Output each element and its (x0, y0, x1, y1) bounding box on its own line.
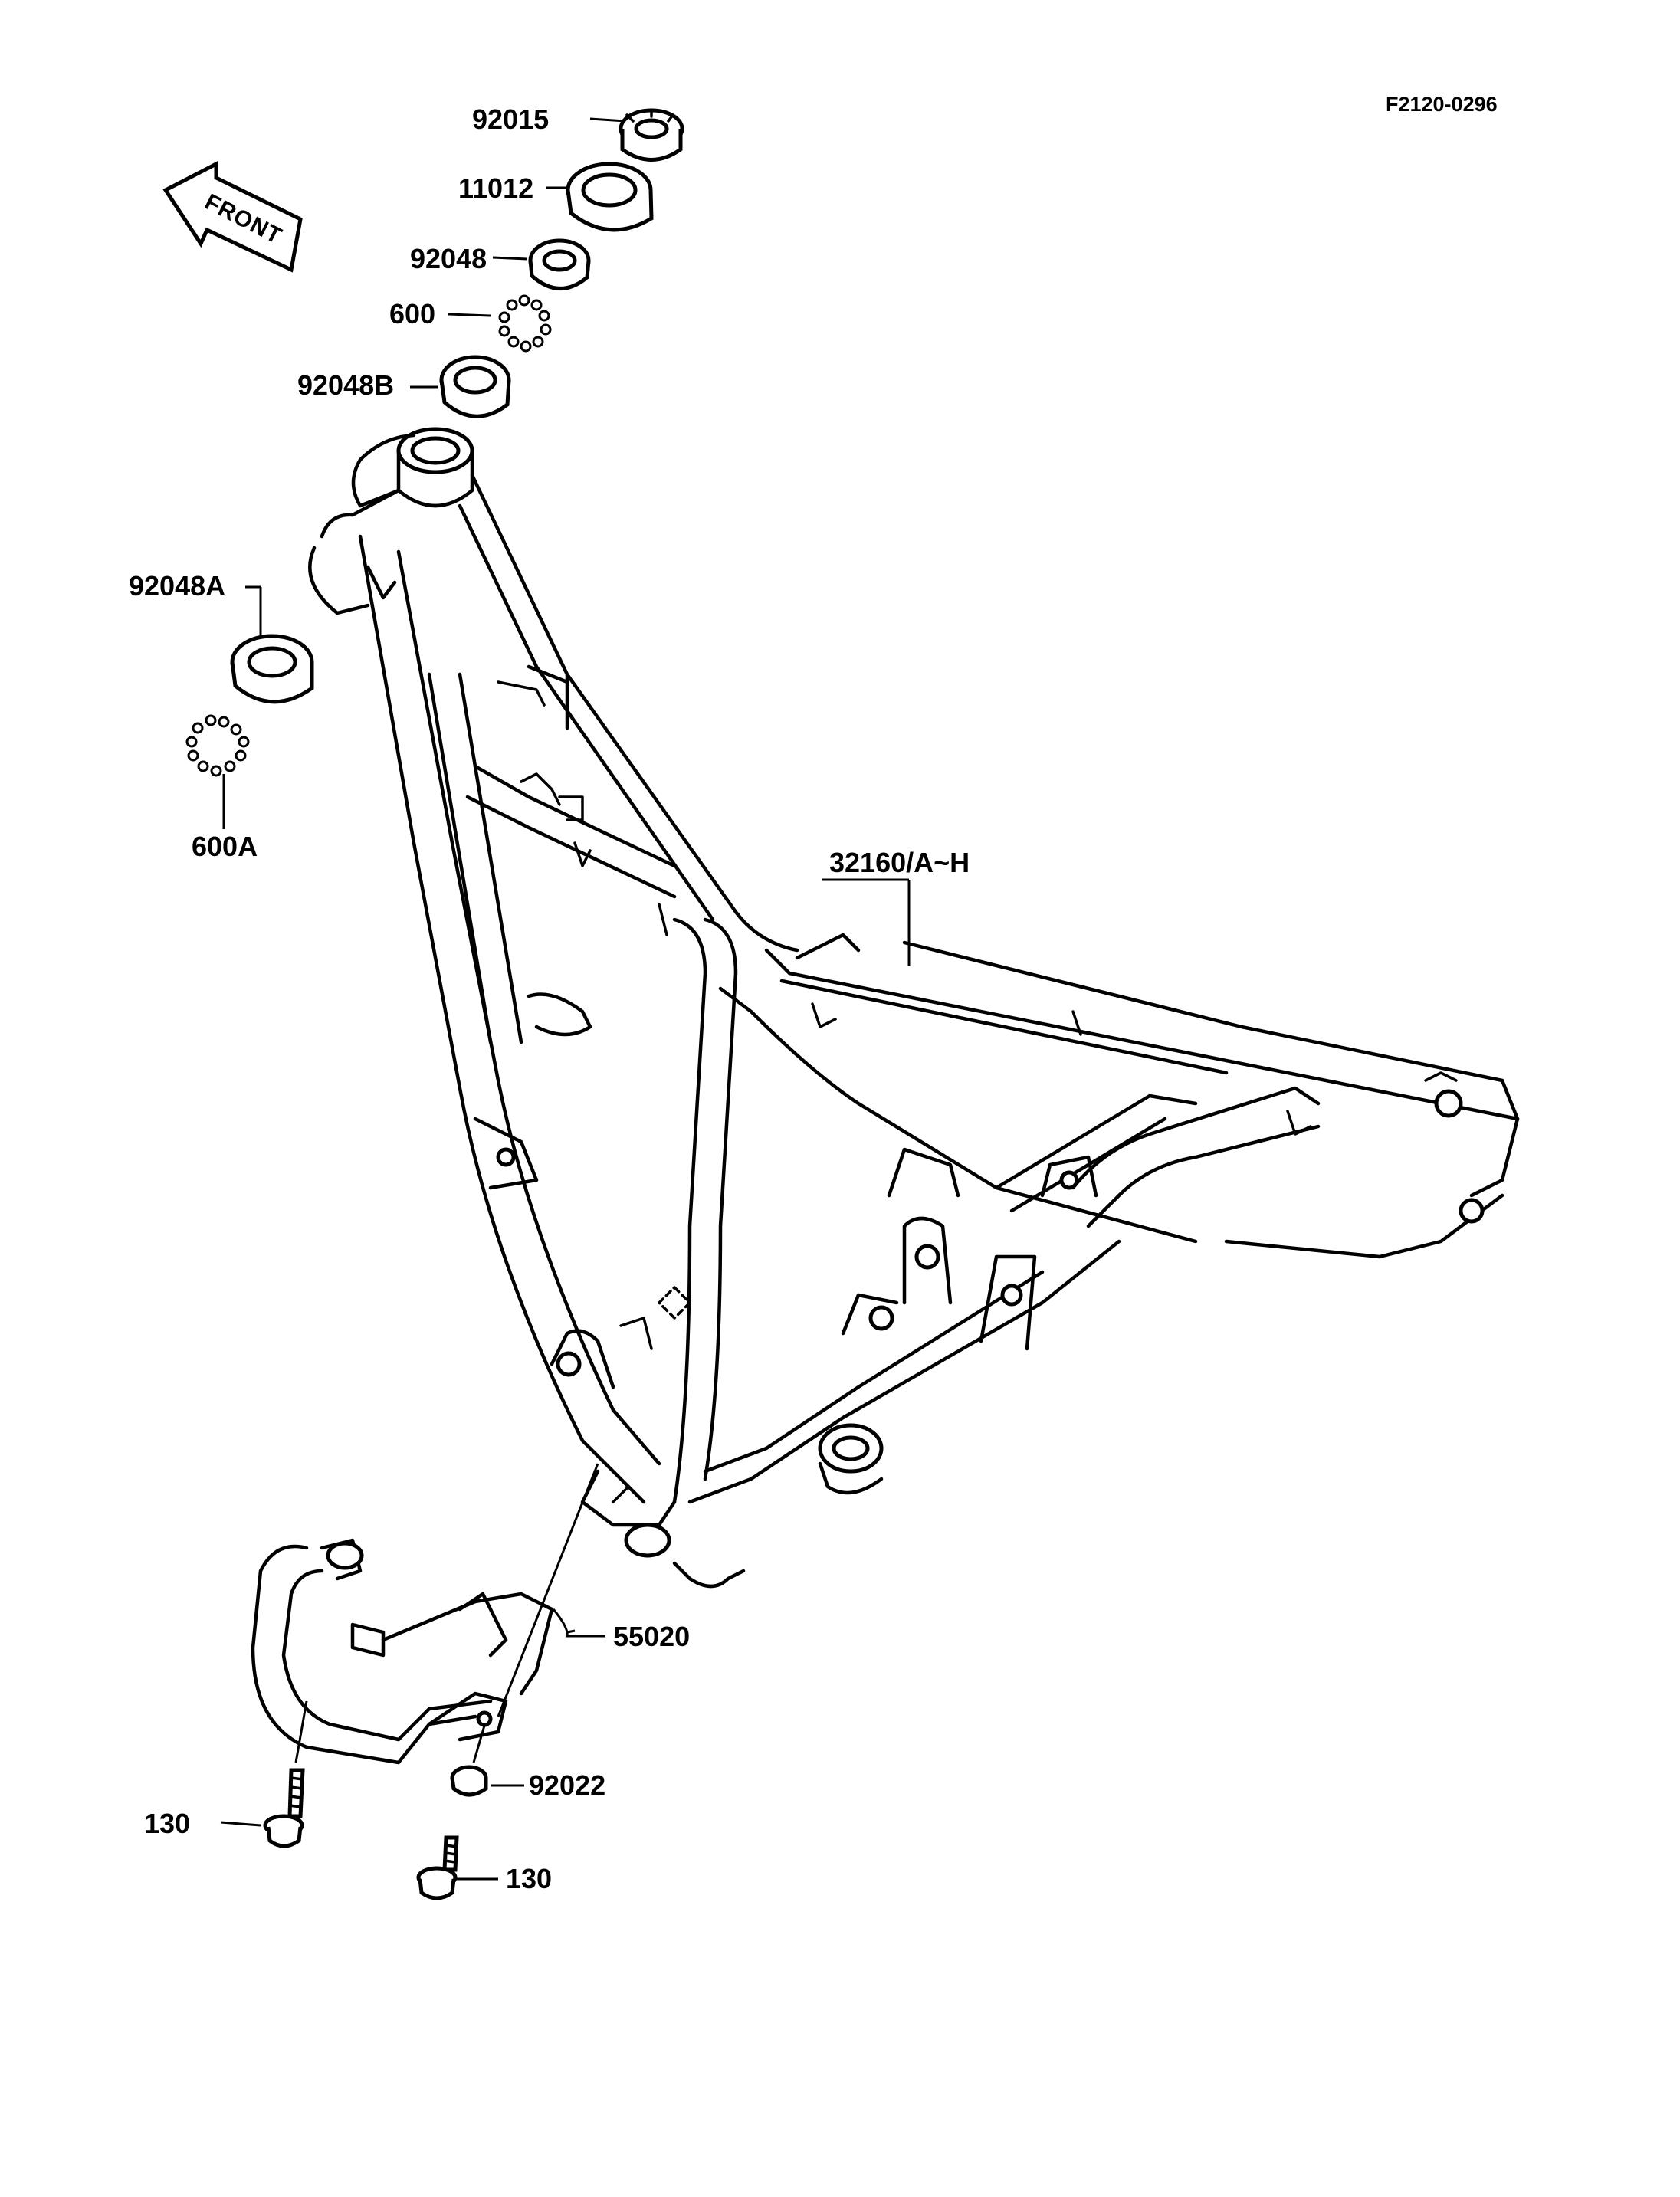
front-arrow: FRONT (162, 160, 303, 273)
label-92015: 92015 (472, 103, 549, 135)
leader-guard-to-frame (497, 1463, 599, 1717)
diagram-code: F2120-0296 (1386, 93, 1498, 116)
bolt-left (220, 1700, 308, 1848)
engine-guard (251, 1538, 554, 1765)
label-600A: 600A (192, 831, 258, 862)
label-92048A: 92048A (129, 570, 225, 602)
upper-steel-balls (448, 294, 552, 353)
lower-steel-balls (185, 714, 250, 829)
label-92048B: 92048B (297, 369, 394, 401)
leader-55020-a (566, 1629, 576, 1634)
label-11012: 11012 (458, 172, 533, 204)
label-32160: 32160/A~H (829, 847, 970, 878)
collar (450, 1725, 524, 1797)
lower-bearing-race-b (410, 355, 511, 418)
label-600: 600 (389, 298, 435, 330)
bolt-bottom (416, 1835, 498, 1900)
main-frame (308, 427, 1520, 1589)
lower-bearing-race-a (230, 585, 314, 704)
stem-nut (589, 108, 684, 162)
label-92048: 92048 (410, 243, 487, 274)
label-92022: 92022 (529, 1769, 605, 1801)
upper-bearing-race (492, 238, 591, 290)
label-130-bottom: 130 (506, 1863, 552, 1894)
leader-55020 (552, 1608, 605, 1638)
label-55020: 55020 (613, 1621, 690, 1652)
stem-seal (546, 162, 654, 232)
label-130-left: 130 (144, 1808, 190, 1839)
